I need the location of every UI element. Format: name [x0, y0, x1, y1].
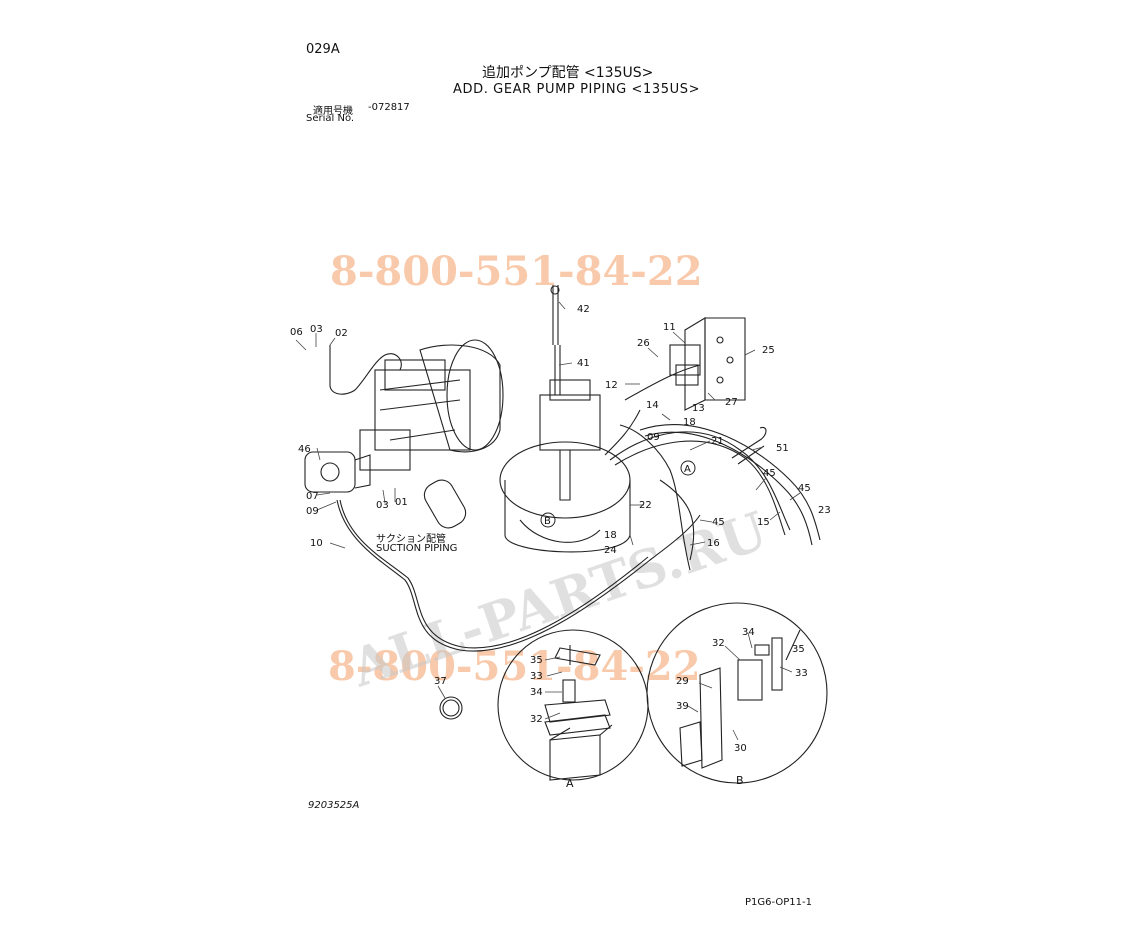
callout: 09 — [306, 506, 319, 517]
marker-b: B — [544, 516, 551, 527]
sheet-code: P1G6-OP11-1 — [745, 897, 812, 908]
detail-b-label: B — [736, 774, 744, 787]
callout: 46 — [298, 444, 311, 455]
detail-b-contents — [679, 629, 801, 769]
serial-label-japanese: 適用号機 — [313, 106, 353, 117]
callout: 07 — [306, 491, 319, 502]
callout: 15 — [757, 517, 770, 528]
callout: 45 — [798, 483, 811, 494]
serial-label-english: Serial No. — [306, 113, 355, 124]
phone-watermark-bottom: 8-800-551-84-22 — [328, 643, 701, 690]
callout: 10 — [310, 538, 323, 549]
suction-note-japanese: サクション配管 — [376, 534, 446, 545]
title-english: ADD. GEAR PUMP PIPING <135US> — [453, 82, 701, 97]
callout: 34 — [530, 687, 543, 698]
callout: 11 — [663, 322, 676, 333]
callout: 16 — [707, 538, 720, 549]
callout: 23 — [818, 505, 831, 516]
marker-a: A — [684, 464, 691, 475]
callout: 13 — [692, 403, 705, 414]
callout: 33 — [795, 668, 808, 679]
callout: 32 — [712, 638, 725, 649]
callout: 51 — [776, 443, 789, 454]
callout: 21 — [711, 436, 724, 447]
long-hose — [336, 499, 701, 652]
callout: 03 — [376, 500, 389, 511]
callout: 41 — [577, 358, 590, 369]
callout: 42 — [577, 304, 590, 315]
callout: 12 — [605, 380, 618, 391]
detail-a-contents — [544, 645, 613, 781]
callout: 39 — [676, 701, 689, 712]
title-japanese: 追加ポンプ配管 <135US> — [482, 65, 654, 81]
serial-range: -072817 — [368, 102, 410, 113]
callout: 45 — [763, 468, 776, 479]
main-pump-assembly — [359, 339, 504, 529]
phone-watermark-top: 8-800-551-84-22 — [330, 248, 703, 295]
callout: 06 — [290, 327, 303, 338]
callout: 27 — [725, 397, 738, 408]
callout: 09 — [647, 432, 660, 443]
callout: 35 — [792, 644, 805, 655]
callout: 02 — [335, 328, 348, 339]
gear-pump — [304, 451, 371, 493]
detail-b-circle — [646, 602, 828, 784]
drawing-number: 9203525A — [308, 800, 360, 811]
callout: 03 — [310, 324, 323, 335]
callout: 34 — [742, 627, 755, 638]
detail-a-label: A — [566, 777, 574, 790]
suction-pipe — [329, 345, 402, 395]
callout: 29 — [676, 676, 689, 687]
suction-note-english: SUCTION PIPING — [376, 543, 458, 554]
callout: 25 — [762, 345, 775, 356]
callout: 01 — [395, 497, 408, 508]
callout: 35 — [530, 655, 543, 666]
hose-51 — [731, 426, 767, 459]
callout: 14 — [646, 400, 659, 411]
callout: 22 — [639, 500, 652, 511]
callout: 24 — [604, 545, 617, 556]
callout: 26 — [637, 338, 650, 349]
page-code: 029A — [306, 42, 340, 57]
valve-bracket — [669, 317, 746, 411]
callout: 18 — [683, 417, 696, 428]
callout: 33 — [530, 671, 543, 682]
swing-motor-assembly — [499, 285, 631, 553]
callout: 30 — [734, 743, 747, 754]
callout: 32 — [530, 714, 543, 725]
hose-clamp — [439, 696, 463, 720]
callout: 37 — [434, 676, 447, 687]
hose-bundle — [604, 364, 821, 571]
callout: 18 — [604, 530, 617, 541]
callout: 45 — [712, 517, 725, 528]
